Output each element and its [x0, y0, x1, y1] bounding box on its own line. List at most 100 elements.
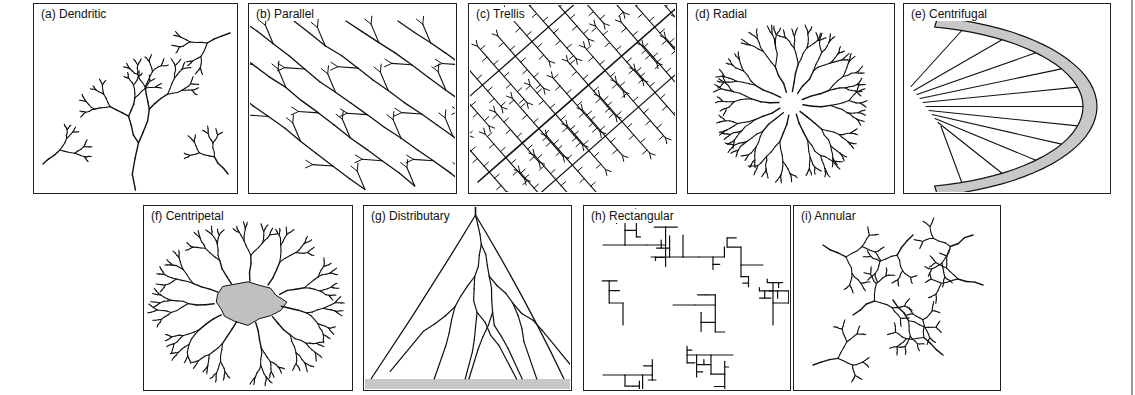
- stream-line: [686, 350, 687, 355]
- stream-line: [292, 107, 299, 111]
- stream-line: [477, 75, 482, 79]
- stream-line: [687, 362, 695, 363]
- stream-line: [175, 66, 177, 70]
- stream-line: [835, 54, 837, 57]
- stream-line: [819, 52, 822, 58]
- stream-line: [127, 73, 129, 75]
- stream-line: [661, 248, 669, 249]
- stream-line: [202, 72, 203, 74]
- stream-line: [200, 324, 207, 330]
- stream-line: [269, 376, 270, 378]
- stream-line: [649, 17, 654, 21]
- stream-line: [161, 317, 164, 319]
- stream-line: [827, 42, 829, 46]
- stream-line: [703, 360, 704, 365]
- stream-line: [178, 349, 181, 352]
- stream-line: [527, 32, 532, 36]
- stream-line: [223, 378, 225, 381]
- stream-line: [322, 274, 326, 276]
- stream-line: [848, 60, 849, 63]
- stream-line: [69, 125, 71, 126]
- stream-line: [292, 115, 294, 123]
- stream-line: [556, 86, 561, 90]
- stream-line: [521, 58, 526, 62]
- stream-line: [213, 148, 215, 153]
- stream-line: [250, 21, 257, 31]
- stream-line: [306, 160, 313, 164]
- stream-line: [87, 160, 89, 162]
- stream-line: [324, 289, 328, 290]
- stream-line: [776, 54, 778, 60]
- stream-line: [148, 102, 149, 110]
- stream-line: [775, 142, 780, 147]
- stream-line: [134, 59, 136, 61]
- stream-line: [304, 252, 308, 254]
- stream-line: [489, 110, 495, 112]
- stream-line: [522, 328, 524, 341]
- stream-line: [445, 110, 447, 118]
- stream-line: [585, 48, 605, 71]
- stream-line: [654, 227, 666, 228]
- stream-line: [174, 35, 176, 36]
- stream-line: [515, 56, 543, 88]
- stream-line: [604, 97, 609, 101]
- stream-line: [357, 171, 365, 189]
- stream-line: [567, 44, 572, 48]
- stream-line: [143, 121, 147, 132]
- stream-line: [520, 172, 540, 192]
- stream-line: [811, 173, 812, 175]
- stream-line: [629, 70, 634, 74]
- stream-line: [489, 144, 494, 148]
- stream-line: [739, 60, 740, 64]
- stream-line: [600, 126, 605, 130]
- stream-line: [763, 113, 772, 116]
- stream-line: [180, 46, 184, 48]
- stream-line: [512, 98, 539, 128]
- stream-line: [803, 132, 807, 140]
- stream-line: [851, 112, 855, 113]
- stream-line: [537, 44, 542, 48]
- stream-line: [431, 43, 446, 53]
- stream-line: [794, 40, 796, 44]
- stream-line: [195, 72, 197, 74]
- stream-line: [491, 300, 493, 312]
- stream-line: [821, 156, 822, 160]
- stream-line: [726, 83, 729, 86]
- stream-line: [803, 48, 807, 53]
- stream-line: [203, 130, 205, 131]
- stream-line: [830, 146, 832, 150]
- stream-line: [778, 290, 789, 291]
- stream-line: [572, 72, 577, 76]
- stream-line: [539, 55, 544, 59]
- stream-line: [153, 293, 156, 295]
- stream-line: [327, 305, 331, 307]
- stream-line: [183, 334, 189, 336]
- stream-line: [854, 112, 858, 113]
- stream-line: [189, 332, 195, 334]
- stream-line: [561, 116, 566, 120]
- stream-line: [182, 280, 188, 281]
- stream-line: [616, 290, 620, 291]
- stream-line: [665, 245, 666, 258]
- stream-line: [244, 229, 246, 233]
- stream-line: [765, 290, 773, 291]
- stream-line: [207, 362, 209, 366]
- stream-line: [313, 343, 317, 344]
- stream-line: [209, 351, 214, 355]
- stream-line: [556, 180, 583, 192]
- stream-line: [763, 51, 767, 56]
- stream-line: [650, 153, 656, 155]
- stream-line: [244, 237, 245, 241]
- stream-line: [320, 356, 322, 358]
- stream-line: [278, 69, 286, 87]
- stream-line: [358, 68, 373, 80]
- stream-line: [296, 250, 299, 252]
- stream-line: [666, 68, 671, 72]
- stream-line: [65, 139, 67, 143]
- stream-line: [172, 45, 175, 46]
- stream-line: [265, 238, 268, 241]
- stream-line: [446, 53, 455, 65]
- stream-line: [811, 94, 820, 96]
- stream-line: [139, 132, 144, 143]
- stream-line: [593, 128, 598, 132]
